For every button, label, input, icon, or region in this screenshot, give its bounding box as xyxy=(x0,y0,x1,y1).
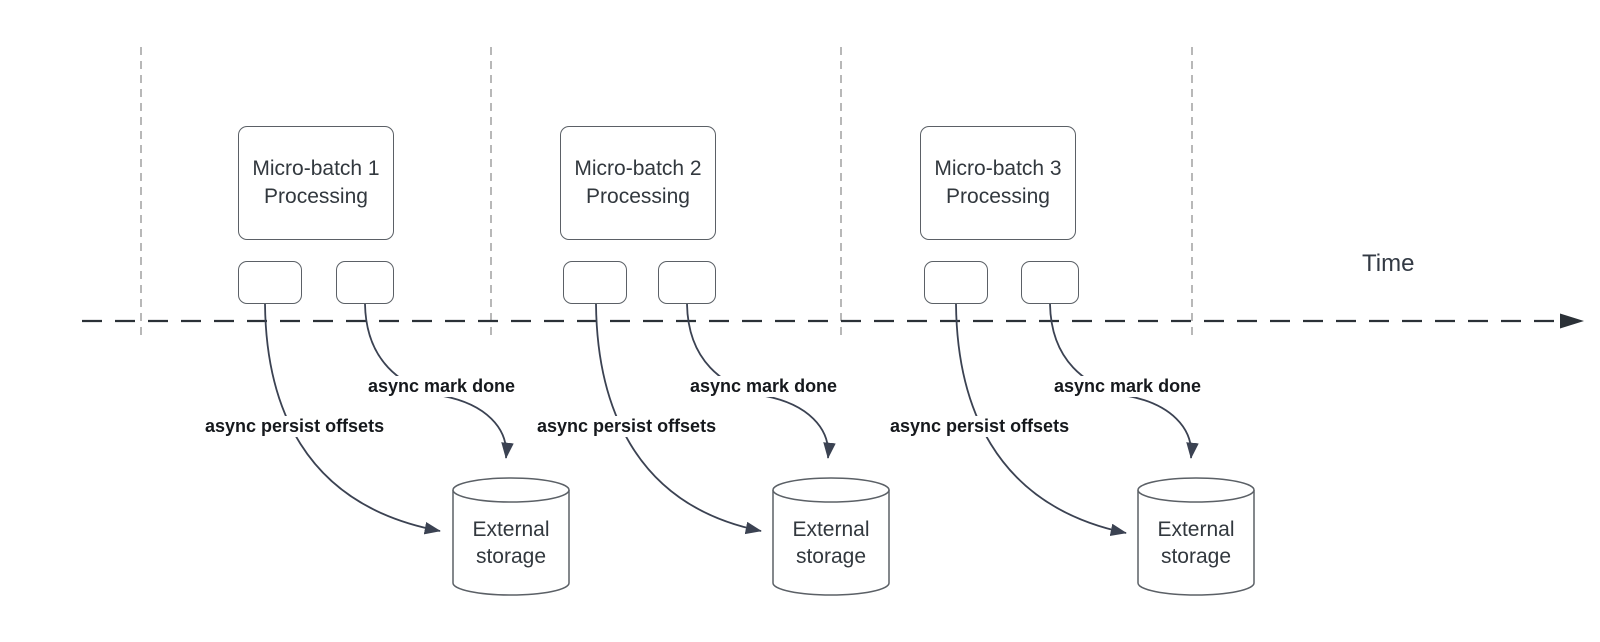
box-title-line1: Micro-batch 3 xyxy=(934,157,1062,180)
cylinder-body xyxy=(452,490,570,596)
external-storage-cylinder-2 xyxy=(772,477,890,596)
mark-done-task-box-1 xyxy=(336,261,394,304)
cylinder-top xyxy=(772,477,890,503)
time-axis xyxy=(82,313,1584,329)
box-title-line2: Processing xyxy=(946,185,1050,208)
micro-batch-3-processing-box: Micro-batch 3 Processing xyxy=(920,126,1076,240)
storage-label-line1: External xyxy=(792,518,870,541)
storage-label-line2: storage xyxy=(1160,545,1232,568)
persist-offsets-task-box-2 xyxy=(563,261,627,304)
mark-done-task-box-3 xyxy=(1021,261,1079,304)
micro-batch-1-processing-box: Micro-batch 1 Processing xyxy=(238,126,394,240)
async-persist-offsets-label-3: async persist offsets xyxy=(887,416,1073,437)
external-storage-cylinder-1 xyxy=(452,477,570,596)
external-storage-cylinder-3 xyxy=(1137,477,1255,596)
cylinder-top xyxy=(452,477,570,503)
async-mark-done-label-3: async mark done xyxy=(1051,376,1205,397)
mark-done-task-box-2 xyxy=(658,261,716,304)
async-mark-done-label-1: async mark done xyxy=(365,376,519,397)
async-persist-offsets-arrow-1 xyxy=(264,303,441,535)
external-storage-label-2: External storage xyxy=(773,516,889,570)
async-persist-offsets-arrow-3 xyxy=(955,303,1127,537)
cylinder-body xyxy=(1137,490,1255,596)
persist-offsets-task-box-3 xyxy=(924,261,988,304)
storage-label-line1: External xyxy=(472,518,550,541)
external-storage-label-3: External storage xyxy=(1138,516,1254,570)
box-title-line2: Processing xyxy=(586,185,690,208)
batch-boundary-gridlines xyxy=(140,47,1193,338)
box-title-line2: Processing xyxy=(264,185,368,208)
time-axis-arrowhead xyxy=(1560,313,1584,329)
box-title-line1: Micro-batch 1 xyxy=(252,157,380,180)
micro-batch-2-processing-box: Micro-batch 2 Processing xyxy=(560,126,716,240)
storage-label-line1: External xyxy=(1157,518,1235,541)
async-mark-done-label-2: async mark done xyxy=(687,376,841,397)
box-title-line1: Micro-batch 2 xyxy=(574,157,702,180)
cylinder-body xyxy=(772,490,890,596)
external-storage-label-1: External storage xyxy=(453,516,569,570)
time-axis-label: Time xyxy=(1362,250,1415,277)
async-persist-offsets-label-2: async persist offsets xyxy=(534,416,720,437)
async-persist-offsets-arrow-2 xyxy=(595,303,762,535)
storage-label-line2: storage xyxy=(795,545,867,568)
cylinder-top xyxy=(1137,477,1255,503)
storage-label-line2: storage xyxy=(475,545,547,568)
persist-offsets-task-box-1 xyxy=(238,261,302,304)
async-persist-offsets-label-1: async persist offsets xyxy=(202,416,388,437)
